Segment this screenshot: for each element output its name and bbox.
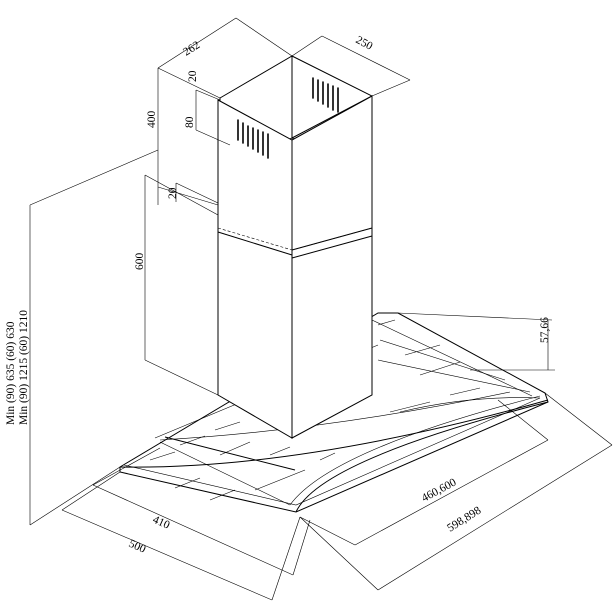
dim-width-outer: 500 [127,538,148,556]
dim-total-height-line1: Min (90) 635 (60) 630 [5,321,17,425]
dim-canopy-thickness: 57,66 [539,317,551,343]
dim-glass-depth-outer: 598,898 [445,504,483,534]
vent-slots-side [312,77,339,113]
dim-chimney-depth: 262 [181,39,202,58]
chimney [217,55,373,439]
dimension-lines [29,17,613,601]
dim-overlap: 20 [167,187,179,199]
dim-width-inner: 410 [151,514,172,532]
canopy-glass [119,312,549,513]
dim-vent-height: 80 [184,116,196,128]
dim-top-offset: 20 [187,70,199,82]
dim-glass-depth-inner: 460,600 [420,476,459,504]
dim-lower-chimney-height: 600 [134,253,146,271]
dim-total-height-line2: Min (90) 1215 (60) 1210 [18,310,30,425]
dim-chimney-width: 250 [354,34,375,53]
dim-upper-chimney-height: 400 [146,111,158,129]
vent-slots-front [237,119,269,159]
dimension-labels: 262 250 20 400 80 20 600 57,66 460,600 5… [5,34,551,556]
